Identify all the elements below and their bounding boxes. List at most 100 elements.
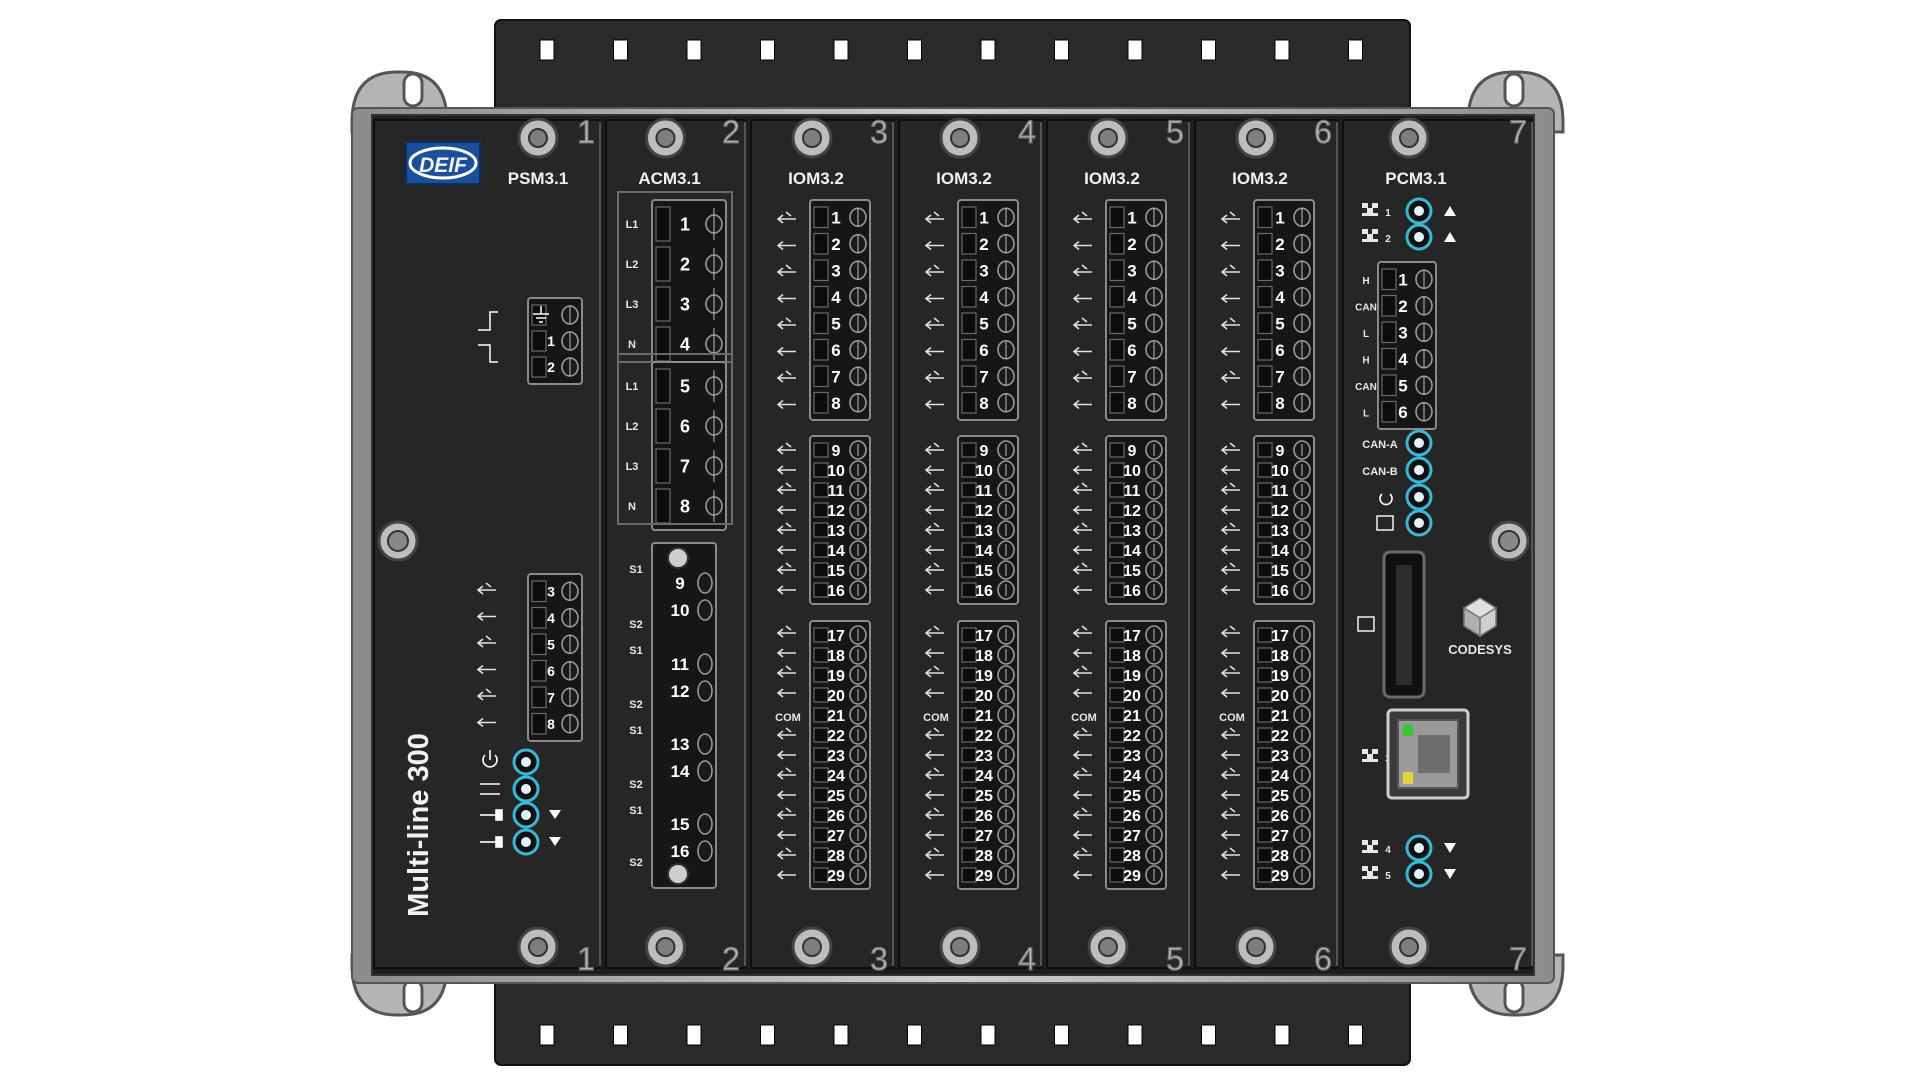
- terminal-pin-number: 11: [671, 655, 689, 674]
- terminal-screw[interactable]: [697, 760, 713, 782]
- terminal-lock-screw: [667, 863, 689, 885]
- terminal-pin-number: 26: [975, 808, 993, 825]
- terminal-pin-number: 20: [975, 688, 993, 705]
- port-number-label: 1: [1385, 208, 1391, 219]
- terminal-pin-number: 24: [975, 768, 993, 785]
- mounting-hole: [1127, 39, 1143, 61]
- terminal-pin-number: 15: [1123, 563, 1141, 580]
- iom-input-icons: [1072, 442, 1092, 595]
- terminal-pin-number: 20: [1271, 688, 1289, 705]
- terminal-pin-number: 28: [827, 848, 845, 865]
- terminal-pin-number: 3: [1398, 323, 1407, 342]
- terminal-screw[interactable]: [697, 599, 713, 621]
- terminal-pin-number: 9: [675, 574, 684, 593]
- pcm-status-led: [1405, 456, 1433, 484]
- ground-icon: [533, 306, 549, 323]
- terminal-screw[interactable]: [697, 840, 713, 862]
- can-label: H: [1362, 276, 1369, 287]
- terminal-pin-number: 26: [1271, 808, 1289, 825]
- terminal-pin-number: 19: [827, 668, 845, 685]
- slot-number: 2: [722, 114, 740, 150]
- iom-relay-icons: [776, 625, 796, 698]
- terminal-pin-number: 9: [1276, 443, 1285, 460]
- iom-analog-icons: [1220, 727, 1240, 880]
- power-supply-icon: [478, 311, 498, 363]
- network-icon: [1362, 203, 1378, 216]
- terminal-pin-number: 21: [975, 708, 993, 725]
- terminal-screw[interactable]: [697, 680, 713, 702]
- mounting-hole: [1201, 39, 1216, 61]
- slot-number: 4: [1018, 114, 1036, 150]
- pcm-network-led: [1405, 223, 1433, 251]
- terminal-pin-number: 6: [831, 341, 840, 360]
- network-icon: [1362, 866, 1378, 879]
- terminal-pin-number: 27: [1123, 828, 1141, 845]
- mounting-hole: [1127, 1024, 1143, 1046]
- terminal-pin-number: 6: [979, 341, 988, 360]
- can-led-label: CAN-A: [1362, 439, 1397, 451]
- psm-status-led: [512, 801, 540, 829]
- com-label: COM: [923, 712, 949, 724]
- terminal-pin-number: 16: [975, 583, 993, 600]
- mounting-hole: [1054, 39, 1069, 61]
- terminal-pin-number: 7: [979, 367, 988, 386]
- slot-number: 1: [577, 114, 595, 150]
- terminal-pin-number: 21: [1271, 708, 1289, 725]
- terminal-pin-number: 21: [1123, 708, 1141, 725]
- pcm-network-led: [1405, 197, 1433, 225]
- product-name-text: Multi-line 300: [403, 733, 435, 917]
- triangle-down-icon: [1444, 869, 1456, 879]
- relay-output-icon: [480, 836, 503, 848]
- terminal-pin-number: 2: [979, 235, 988, 254]
- terminal-pin-number: 8: [1127, 394, 1136, 413]
- terminal-pin-number: 1: [680, 214, 690, 234]
- port-number-label: 2: [1385, 234, 1391, 245]
- terminal-lock-screw: [667, 547, 689, 569]
- phase-label: L2: [626, 421, 639, 433]
- terminal-pin-number: 17: [827, 628, 845, 645]
- mounting-hole: [1201, 1024, 1216, 1046]
- terminal-pin-number: 29: [1123, 868, 1141, 885]
- psm-power-terminal[interactable]: 12: [527, 297, 583, 385]
- terminal-pin-number: 6: [680, 416, 690, 436]
- current-label: S2: [629, 857, 642, 869]
- terminal-pin-number: 2: [1398, 297, 1407, 316]
- terminal-screw[interactable]: [697, 572, 713, 594]
- terminal-screw[interactable]: [697, 733, 713, 755]
- terminal-pin-number: 6: [547, 663, 555, 679]
- pcm-network-led: [1405, 860, 1433, 888]
- terminal-pin-number: 19: [975, 668, 993, 685]
- iom-io-arrows: [1072, 211, 1092, 410]
- pcm-status-led: [1405, 429, 1433, 457]
- terminal-screw[interactable]: [697, 813, 713, 835]
- terminal-screw[interactable]: [697, 653, 713, 675]
- pcm-status-led: [1405, 509, 1433, 537]
- mounting-hole: [1348, 39, 1363, 61]
- terminal-pin-number: 3: [1275, 261, 1284, 280]
- terminal-pin-number: 4: [831, 288, 841, 307]
- terminal-pin-number: 10: [975, 463, 993, 480]
- refresh-icon: [1379, 493, 1393, 506]
- triangle-down-icon: [549, 837, 561, 846]
- slot-number: 5: [1166, 941, 1184, 977]
- terminal-pin-number: 13: [1271, 523, 1289, 540]
- mounting-hole: [980, 39, 996, 61]
